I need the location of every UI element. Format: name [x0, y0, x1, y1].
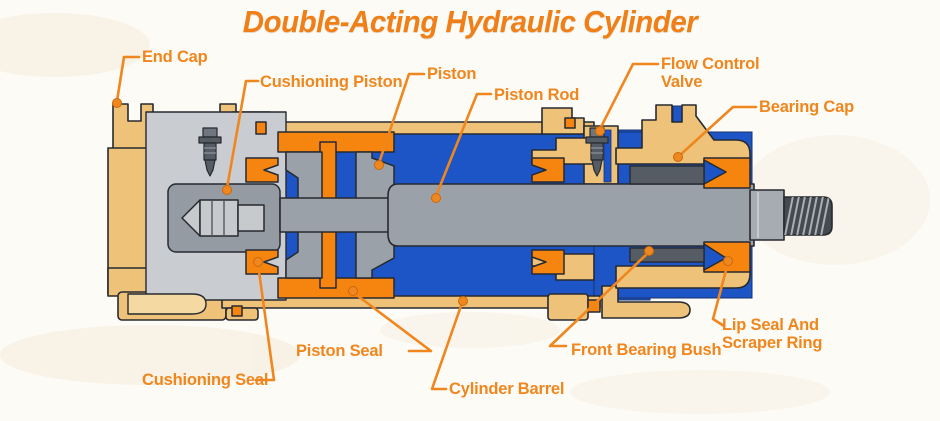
leader-lines [115, 55, 758, 391]
port-top-right [564, 117, 576, 129]
diagram-title: Double-Acting Hydraulic Cylinder [242, 4, 698, 39]
rod-thread [783, 196, 833, 236]
cushioning-piston-shape [167, 183, 281, 253]
piston-rod-shape [279, 183, 833, 247]
label-cushioning-piston: Cushioning Piston [260, 73, 403, 91]
label-front-bearing-bush: Front Bearing Bush [571, 341, 722, 359]
label-cushioning-seal: Cushioning Seal [142, 371, 269, 389]
label-piston-rod: Piston Rod [494, 86, 580, 104]
leader-dots [112, 98, 733, 306]
label-flow-control-valve: Flow Control Valve [661, 55, 760, 92]
lip-seal-top [703, 157, 751, 189]
flow-control-valve-shape [198, 127, 609, 177]
port-bottom-left [231, 305, 243, 317]
cushioning-seal-top [245, 157, 279, 183]
label-cylinder-barrel: Cylinder Barrel [449, 380, 565, 398]
port-top-left [255, 121, 267, 135]
label-piston: Piston [427, 65, 477, 83]
label-bearing-cap: Bearing Cap [759, 98, 854, 116]
seals-and-ports [231, 117, 751, 317]
rod-seal-top [531, 157, 565, 183]
valve-channel [603, 129, 612, 183]
label-piston-seal: Piston Seal [296, 342, 383, 360]
label-end-cap: End Cap [142, 48, 208, 66]
bearing-cap-shape [615, 104, 751, 165]
rod-seal-bottom [531, 249, 565, 275]
label-lip-seal-scraper-ring: Lip Seal And Scraper Ring [722, 316, 823, 353]
